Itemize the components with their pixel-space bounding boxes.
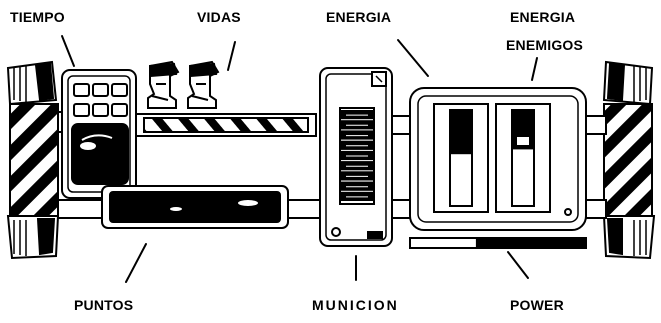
label-puntos: PUNTOS bbox=[74, 297, 134, 313]
soldier-head-icon-2 bbox=[187, 60, 220, 109]
leader-energia bbox=[397, 39, 429, 77]
leader-power bbox=[507, 251, 529, 279]
label-energia-enemigos-1: ENERGIA bbox=[510, 9, 576, 25]
puntos-display bbox=[101, 185, 289, 229]
label-vidas: VIDAS bbox=[197, 9, 241, 25]
energia-module bbox=[409, 87, 587, 231]
lives-heads bbox=[147, 60, 220, 109]
left-pillar bbox=[6, 60, 60, 260]
ammo-cells bbox=[341, 110, 373, 202]
power-fill bbox=[475, 237, 587, 249]
leader-enemigos bbox=[531, 57, 538, 81]
label-energia: ENERGIA bbox=[326, 9, 392, 25]
ammo-cell bbox=[341, 140, 373, 150]
tiempo-module bbox=[61, 69, 137, 199]
label-municion: MUNICION bbox=[312, 297, 399, 313]
ammo-cell bbox=[341, 130, 373, 140]
label-tiempo: TIEMPO bbox=[10, 9, 65, 25]
label-energia-enemigos-2: ENEMIGOS bbox=[506, 37, 584, 53]
label-power: POWER bbox=[510, 297, 564, 313]
right-pillar bbox=[602, 60, 656, 260]
ammo-cell bbox=[341, 120, 373, 130]
power-bar bbox=[409, 237, 587, 249]
municion-module bbox=[319, 67, 393, 247]
leader-tiempo bbox=[61, 35, 75, 67]
leader-vidas bbox=[227, 41, 236, 71]
leader-puntos bbox=[125, 243, 147, 283]
upper-bar bbox=[57, 111, 607, 137]
soldier-head-icon-1 bbox=[147, 60, 180, 109]
player-energy-fill bbox=[449, 109, 473, 155]
